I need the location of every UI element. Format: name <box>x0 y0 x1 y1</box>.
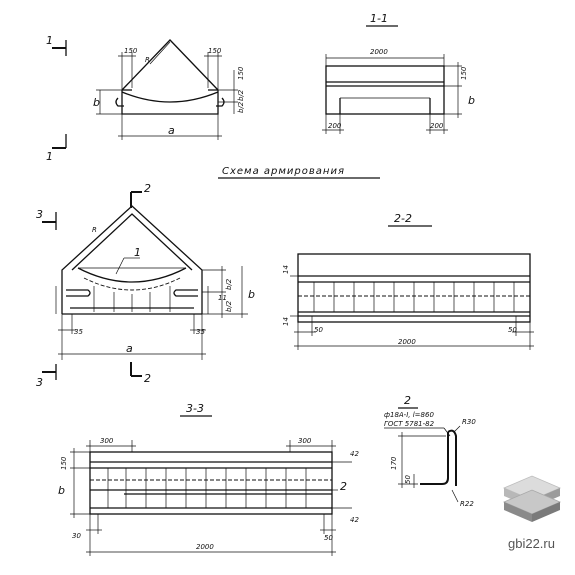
detail-2-note-line1: ф18А-I, l=860 <box>384 411 434 419</box>
section-1-1-top-height: 150 <box>460 66 468 80</box>
section-3-3-dim-300-left: 300 <box>100 437 114 445</box>
radius-label: R <box>145 56 150 64</box>
detail-2-radius-30: R30 <box>462 418 476 426</box>
front-profile-view: 1 1 150 150 R 150 b/2 b/2 b <box>46 34 245 163</box>
section-marker-3-top: 3 <box>36 208 43 221</box>
detail-2-dim-170: 170 <box>390 456 398 470</box>
detail-2-radius-22: R22 <box>460 500 474 508</box>
site-domain: gbi22.ru <box>508 536 555 551</box>
section-1-1-view: 1-1 2000 150 b 200 200 <box>322 12 475 134</box>
dim-150-right: 150 <box>208 47 222 55</box>
section-2-2-view: 2-2 14 14 50 50 <box>282 212 534 350</box>
detail-2-title: 2 <box>404 394 411 407</box>
stacked-slabs-icon <box>502 475 562 522</box>
reinf-dim-35-left: 35 <box>74 328 83 336</box>
section-2-2-dim-14-top: 14 <box>282 265 290 274</box>
section-marker-2-bottom: 2 <box>144 372 151 385</box>
section-1-1-length: 2000 <box>370 48 388 56</box>
section-2-2-dim-14-bottom: 14 <box>282 317 290 326</box>
position-1-label: 1 <box>134 246 141 259</box>
dim-b2-upper: b/2 <box>237 89 245 101</box>
site-logo[interactable]: gbi22.ru <box>502 475 562 551</box>
dim-150-vertical: 150 <box>237 66 245 80</box>
section-3-3-length: 2000 <box>196 543 214 551</box>
dim-a: a <box>168 124 175 137</box>
section-3-3-dim-42-top: 42 <box>350 450 359 458</box>
detail-2-bar: 2 ф18А-I, l=860 ГОСТ 5781-82 R30 R22 170… <box>384 394 476 508</box>
section-2-2-dim-50-left: 50 <box>314 326 323 334</box>
reinf-radius-label: R <box>92 226 97 234</box>
dim-150-left: 150 <box>124 47 138 55</box>
reinf-dim-35-right: 35 <box>196 328 205 336</box>
detail-2-dim-50: 50 <box>404 475 412 484</box>
section-2-2-stirrups <box>313 282 515 312</box>
section-1-1-right-offset: 200 <box>430 122 444 130</box>
dim-b-left: b <box>93 96 100 109</box>
reinforcement-cross-section: 2 3 R 1 11 b/2 b/2 <box>36 182 255 389</box>
reinf-dim-b2-upper: b/2 <box>225 278 233 290</box>
section-3-3-dim-150: 150 <box>60 456 68 470</box>
section-3-3-title: 3-3 <box>186 402 204 415</box>
reinf-dim-a: a <box>126 342 133 355</box>
section-marker-1-bottom: 1 <box>46 150 53 163</box>
section-1-1-b: b <box>468 94 475 107</box>
section-3-3-stirrups <box>107 468 307 508</box>
section-3-3-position-2: 2 <box>340 480 347 493</box>
section-2-2-title: 2-2 <box>394 212 412 225</box>
section-marker-3-bottom: 3 <box>36 376 43 389</box>
section-1-1-left-offset: 200 <box>328 122 342 130</box>
section-3-3-view: 3-3 300 300 <box>58 402 359 556</box>
reinf-dim-11: 11 <box>218 294 227 302</box>
section-2-2-length: 2000 <box>398 338 416 346</box>
section-3-3-dim-b: b <box>58 484 65 497</box>
section-3-3-dim-50: 50 <box>324 534 333 542</box>
section-3-3-dim-42-bottom: 42 <box>350 516 359 524</box>
section-1-1-title: 1-1 <box>370 12 388 25</box>
reinf-dim-b2-lower: b/2 <box>225 300 233 312</box>
section-marker-2-top: 2 <box>144 182 151 195</box>
dim-b2-lower: b/2 <box>237 101 245 113</box>
section-2-2-dim-50-right: 50 <box>508 326 517 334</box>
detail-2-note-line2: ГОСТ 5781-82 <box>384 420 435 428</box>
section-3-3-dim-30: 30 <box>72 532 81 540</box>
section-marker-1-top: 1 <box>46 34 53 47</box>
scheme-title: Схема армирования <box>222 166 345 177</box>
reinf-dim-b: b <box>248 288 255 301</box>
section-3-3-dim-300-right: 300 <box>298 437 312 445</box>
